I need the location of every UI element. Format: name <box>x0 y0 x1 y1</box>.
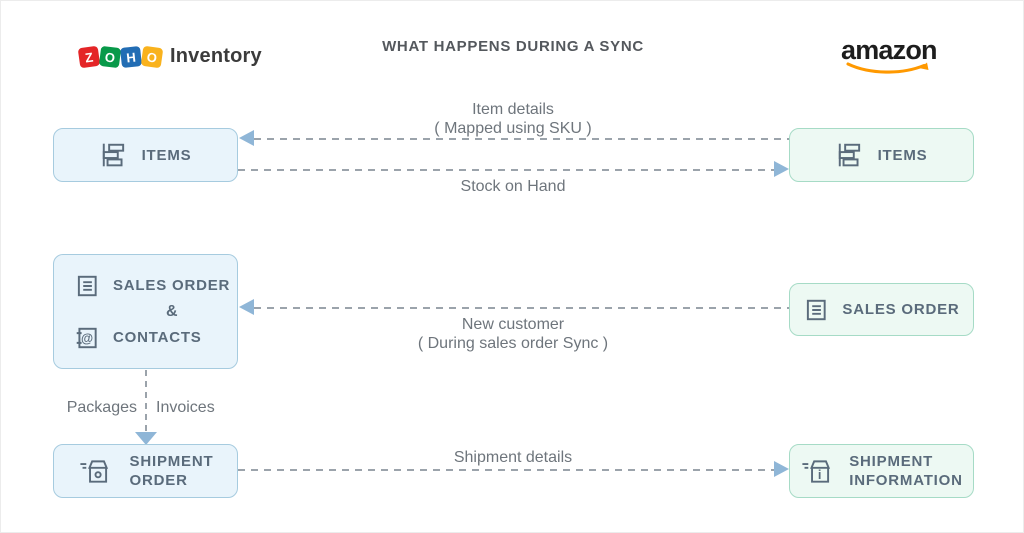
svg-text:@: @ <box>81 331 94 345</box>
flow-label-stock-on-hand: Stock on Hand <box>460 178 566 195</box>
flow-label-line: Item details <box>472 101 554 118</box>
flow-label-new-customer: New customer ( During sales order Sync ) <box>313 315 713 353</box>
zoho-inventory-logo: Z O H O Inventory <box>77 45 262 68</box>
amazon-wordmark: amazon <box>841 35 938 65</box>
svg-text:i: i <box>818 467 822 482</box>
zoho-tile-o2-icon: O <box>140 45 164 68</box>
arrowhead-left-icon <box>239 130 254 146</box>
items-stack-icon <box>100 142 128 168</box>
flow-label-shipment-details: Shipment details <box>453 449 573 466</box>
zoho-tile-h-icon: H <box>120 45 142 68</box>
node-label: ITEMS <box>877 146 928 164</box>
zoho-tile-z-icon: Z <box>77 45 101 68</box>
zoho-product-name: Inventory <box>170 45 262 67</box>
node-amazon-sales-order: SALES ORDER <box>789 283 974 336</box>
arrowhead-down-icon <box>135 432 157 445</box>
contacts-book-icon: @ <box>74 325 100 351</box>
node-label: SHIPMENT INFORMATION <box>849 453 963 489</box>
node-label: SHIPMENT ORDER <box>129 453 214 489</box>
flow-label-invoices: Invoices <box>156 399 215 416</box>
arrow-stock-on-hand <box>238 169 774 171</box>
node-amazon-items: ITEMS <box>789 128 974 182</box>
arrow-packages-invoices <box>145 370 147 432</box>
sales-order-document-icon <box>74 273 100 299</box>
node-label: ITEMS <box>141 146 192 164</box>
flow-label-line: New customer <box>461 316 565 333</box>
arrowhead-right-icon <box>774 161 789 177</box>
arrow-shipment-details <box>238 469 774 471</box>
node-zoho-shipment-order: SHIPMENT ORDER <box>53 444 238 498</box>
sales-order-document-icon <box>803 297 829 323</box>
flow-label-item-details: Item details ( Mapped using SKU ) <box>313 100 713 138</box>
diagram-title: WHAT HAPPENS DURING A SYNC <box>382 38 644 55</box>
node-amazon-shipment-information: i SHIPMENT INFORMATION <box>789 444 974 498</box>
shipment-box-icon <box>78 456 116 486</box>
zoho-wordmark-tiles: Z O H O <box>77 45 164 68</box>
node-label: SALES ORDER <box>113 277 231 294</box>
node-label: CONTACTS <box>113 329 202 346</box>
arrowhead-left-icon <box>239 299 254 315</box>
flow-label-line: ( Mapped using SKU ) <box>434 120 592 137</box>
flow-label-packages: Packages <box>66 399 137 416</box>
flow-label-line: ( During sales order Sync ) <box>417 335 609 352</box>
node-label-ampersand: & <box>166 302 179 320</box>
amazon-smile-icon <box>846 62 929 74</box>
node-zoho-items: ITEMS <box>53 128 238 182</box>
arrowhead-right-icon <box>774 461 789 477</box>
arrow-new-customer <box>254 307 789 309</box>
zoho-tile-o1-icon: O <box>98 45 122 68</box>
items-stack-icon <box>836 142 864 168</box>
amazon-logo: amazon <box>841 37 941 77</box>
node-zoho-sales-order-contacts: SALES ORDER & @ CONTACTS <box>53 254 238 369</box>
arrow-item-details <box>254 138 789 140</box>
node-label: SALES ORDER <box>842 301 960 318</box>
shipment-info-box-icon: i <box>800 456 838 486</box>
